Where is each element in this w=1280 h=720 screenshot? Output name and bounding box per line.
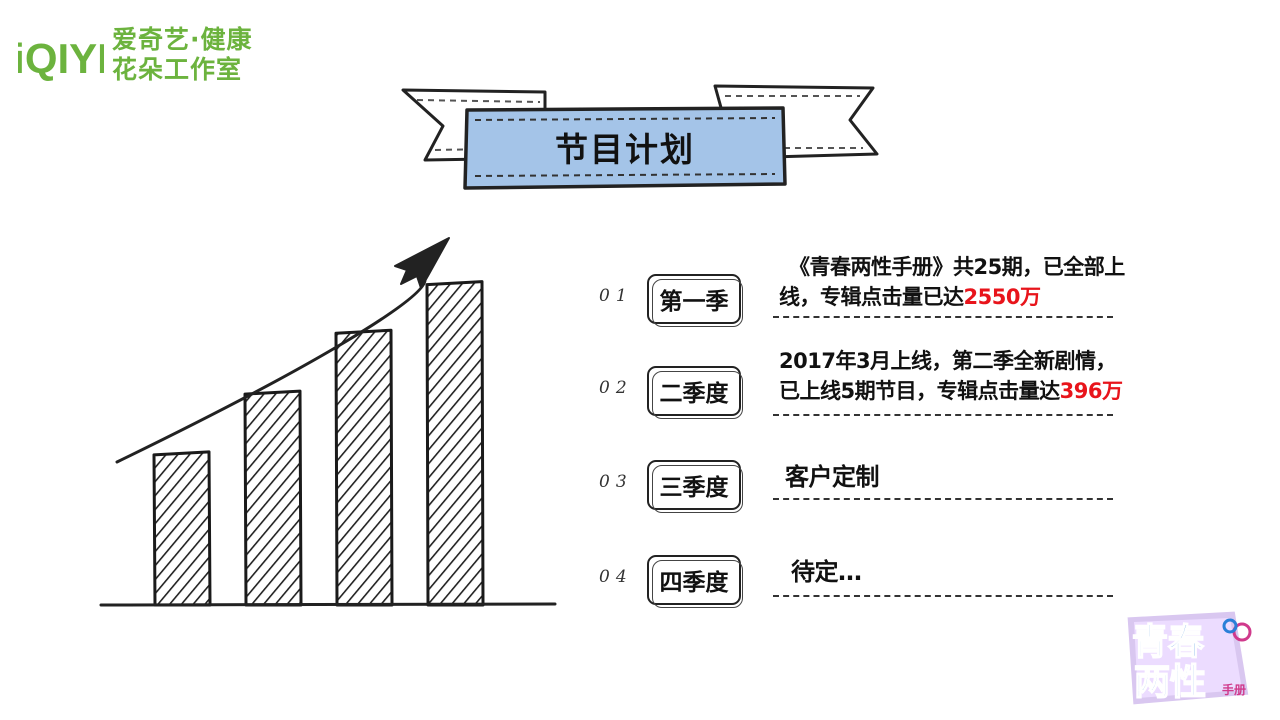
growth-bar-chart bbox=[99, 237, 557, 607]
brand-header: iQIYI 爱奇艺·健康 花朵工作室 bbox=[18, 22, 253, 88]
plan-item-4: 04 四季度 待定… bbox=[595, 553, 1155, 623]
plan-item-2: 02 二季度 2017年3月上线，第二季全新剧情， 已上线5期节目，专辑点击量达… bbox=[595, 349, 1155, 432]
item-number: 01 bbox=[599, 286, 633, 306]
chart-bar-4 bbox=[425, 280, 485, 607]
highlight-value: 396万 bbox=[1059, 379, 1123, 403]
brand-line-1: 爱奇艺·健康 bbox=[112, 25, 253, 54]
chart-bar-3 bbox=[334, 328, 394, 607]
season-tag: 二季度 bbox=[647, 366, 743, 419]
banner-band bbox=[463, 106, 787, 190]
item-description: 2017年3月上线，第二季全新剧情， 已上线5期节目，专辑点击量达396万 bbox=[779, 349, 1123, 403]
season-tag: 第一季 bbox=[647, 274, 743, 327]
brand-line-2: 花朵工作室 bbox=[112, 55, 243, 84]
chart-baseline bbox=[99, 602, 557, 607]
highlight-value: 2550万 bbox=[963, 285, 1041, 309]
dashed-underline bbox=[773, 498, 1113, 500]
item-description: 《青春两性手册》共25期，已全部上 线，专辑点击量已达2550万 bbox=[779, 255, 1125, 309]
svg-text:iQIYI: iQIYI bbox=[18, 35, 104, 82]
svg-text:两性: 两性 bbox=[1134, 661, 1206, 702]
item-description: 客户定制 bbox=[785, 463, 880, 491]
chart-bar-2 bbox=[243, 389, 303, 607]
season-tag: 四季度 bbox=[647, 555, 743, 608]
season-tag: 三季度 bbox=[647, 460, 743, 513]
trend-arrow-head bbox=[394, 237, 450, 289]
banner-title: 节目计划 bbox=[555, 130, 695, 169]
show-logo-icon: 青春 两性 手册 bbox=[1124, 608, 1252, 708]
chart-bar-1 bbox=[152, 450, 212, 607]
dashed-underline bbox=[773, 414, 1113, 416]
iqiyi-logo-icon: iQIYI bbox=[18, 35, 104, 82]
dashed-underline bbox=[773, 316, 1113, 318]
dashed-underline bbox=[773, 595, 1113, 597]
plan-item-3: 03 三季度 客户定制 bbox=[595, 458, 1155, 528]
item-number: 02 bbox=[599, 378, 633, 398]
trend-arrow-line bbox=[115, 278, 427, 464]
item-number: 03 bbox=[599, 472, 633, 492]
svg-text:青春: 青春 bbox=[1132, 621, 1204, 662]
brand-text: 爱奇艺·健康 花朵工作室 bbox=[112, 25, 253, 85]
svg-text:手册: 手册 bbox=[1222, 682, 1246, 697]
plan-item-1: 01 第一季 《青春两性手册》共25期，已全部上 线，专辑点击量已达2550万 bbox=[595, 255, 1155, 338]
item-description: 待定… bbox=[791, 558, 862, 586]
ribbon-banner bbox=[401, 84, 879, 190]
item-number: 04 bbox=[599, 567, 633, 587]
